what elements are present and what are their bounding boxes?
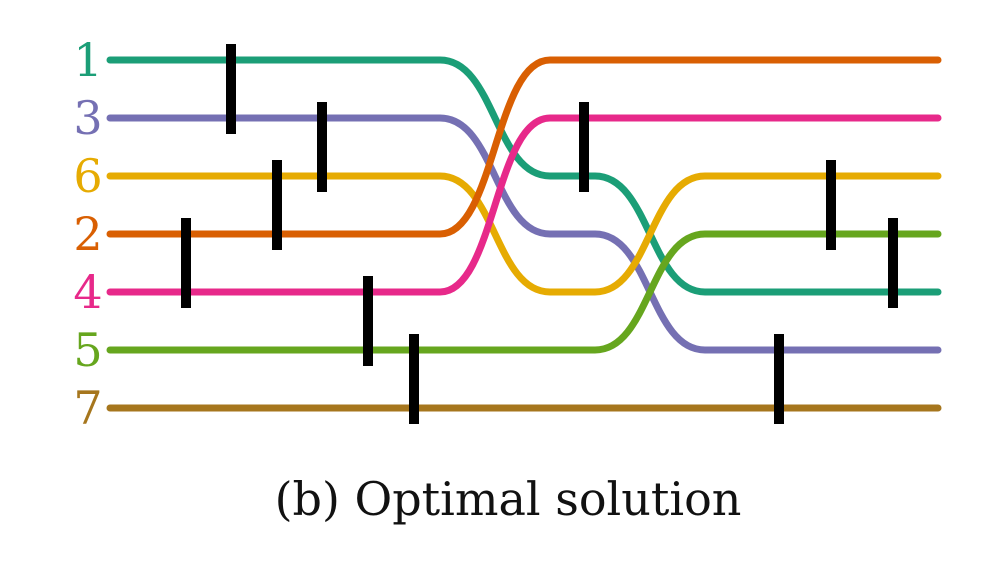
track-label-1: 1 (73, 33, 102, 87)
line-curves (106, 56, 942, 412)
interaction-markers (181, 44, 898, 424)
track-label-2: 2 (73, 207, 102, 261)
line-3 (106, 114, 942, 354)
track-label-4: 4 (73, 265, 102, 319)
track-label-5: 5 (73, 323, 102, 377)
line-4 (106, 114, 942, 296)
caption: (b) Optimal solution (275, 472, 742, 526)
line-5 (106, 230, 942, 354)
line-2 (106, 56, 942, 238)
track-label-7: 7 (73, 381, 102, 435)
line-1 (106, 56, 942, 296)
track-label-3: 3 (73, 91, 102, 145)
track-label-6: 6 (73, 149, 102, 203)
